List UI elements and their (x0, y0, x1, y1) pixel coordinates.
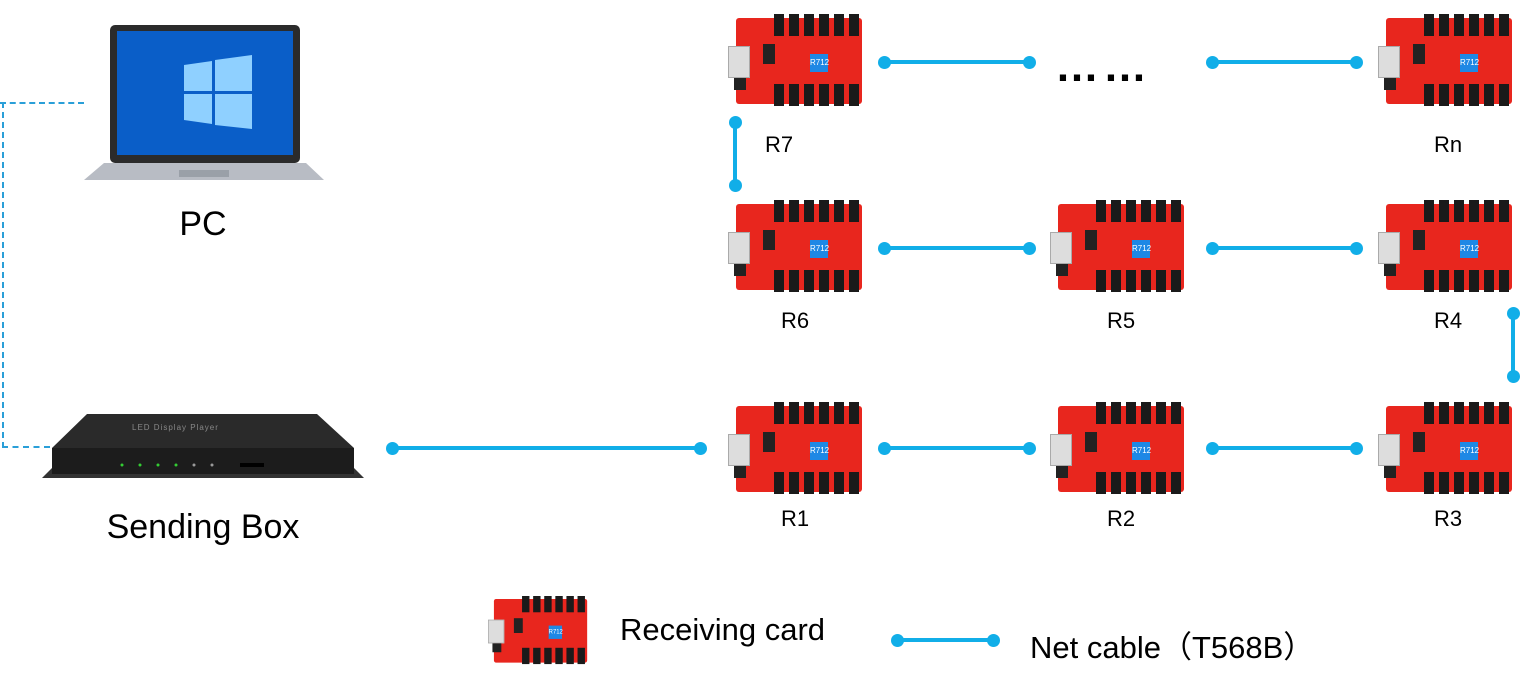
card-label-r3: R3 (1433, 506, 1463, 531)
card-label-r1: R1 (780, 506, 810, 531)
card-logo: R712 (1460, 442, 1479, 460)
sending-box-label: Sending Box (106, 508, 300, 546)
cable-r6-r7 (733, 122, 737, 185)
card-label-rn: Rn (1433, 132, 1463, 157)
cable-r6-r7-endpoint (729, 116, 742, 129)
card-label-r5: R5 (1106, 308, 1136, 333)
cable-r2-r3-endpoint (1350, 442, 1363, 455)
legend-cable-icon (897, 638, 993, 642)
cable-r6-r5 (884, 246, 1029, 250)
cable-r1-r2 (884, 446, 1029, 450)
cable-ellipsis-rn-endpoint (1206, 56, 1219, 69)
ellipsis: …… (1055, 42, 1151, 91)
receiving-card-r2: R712 (1050, 402, 1186, 495)
card-logo: R712 (1132, 240, 1151, 258)
cable-ellipsis-rn (1212, 60, 1356, 64)
cable-r2-r3-endpoint (1206, 442, 1219, 455)
legend-cable-icon-endpoint (987, 634, 1000, 647)
card-logo: R712 (810, 240, 829, 258)
laptop-icon (84, 25, 324, 185)
box-front-text: LED Display Player (132, 423, 219, 432)
cable-r5-r4-endpoint (1350, 242, 1363, 255)
cable-r5-r4 (1212, 246, 1356, 250)
receiving-card-r3: R712 (1378, 402, 1514, 495)
receiving-card-r4: R712 (1378, 200, 1514, 293)
cable-box-r1-endpoint (386, 442, 399, 455)
cable-r1-r2-endpoint (1023, 442, 1036, 455)
receiving-card-r7: R712 (728, 14, 864, 107)
cable-r2-r3 (1212, 446, 1356, 450)
pc-link-dashed (0, 102, 84, 104)
box-link-dashed (2, 446, 50, 448)
cable-r3-r4-endpoint (1507, 370, 1520, 383)
pc-link-dashed-vertical (2, 102, 4, 448)
card-label-r6: R6 (780, 308, 810, 333)
cable-box-r1-endpoint (694, 442, 707, 455)
cable-r6-r5-endpoint (1023, 242, 1036, 255)
cable-r7-ellipsis-endpoint (878, 56, 891, 69)
card-logo: R712 (1132, 442, 1151, 460)
cable-r3-r4 (1511, 313, 1515, 376)
cable-box-r1 (392, 446, 700, 450)
card-logo: R712 (810, 54, 829, 72)
receiving-card-r5: R712 (1050, 200, 1186, 293)
cable-r5-r4-endpoint (1206, 242, 1219, 255)
card-logo: R712 (548, 625, 563, 639)
cable-r6-r7-endpoint (729, 179, 742, 192)
legend-net-cable: Net cable（T568B） (1030, 630, 1315, 665)
card-logo: R712 (1460, 54, 1479, 72)
sending-box-device: LED Display Player (42, 412, 364, 482)
cable-r6-r5-endpoint (878, 242, 891, 255)
card-label-r7: R7 (764, 132, 794, 157)
cable-r3-r4-endpoint (1507, 307, 1520, 320)
pc-label: PC (179, 205, 227, 243)
receiving-card-r6: R712 (728, 200, 864, 293)
cable-r7-ellipsis (884, 60, 1029, 64)
cable-r7-ellipsis-endpoint (1023, 56, 1036, 69)
card-logo: R712 (810, 442, 829, 460)
legend-receiving-card: Receiving card (620, 612, 826, 647)
card-logo: R712 (1460, 240, 1479, 258)
card-label-r4: R4 (1433, 308, 1463, 333)
legend-cable-icon-endpoint (891, 634, 904, 647)
card-label-r2: R2 (1106, 506, 1136, 531)
cable-ellipsis-rn-endpoint (1350, 56, 1363, 69)
cable-r1-r2-endpoint (878, 442, 891, 455)
legend-card-image: R712 (488, 596, 589, 665)
receiving-card-rn: R712 (1378, 14, 1514, 107)
receiving-card-r1: R712 (728, 402, 864, 495)
